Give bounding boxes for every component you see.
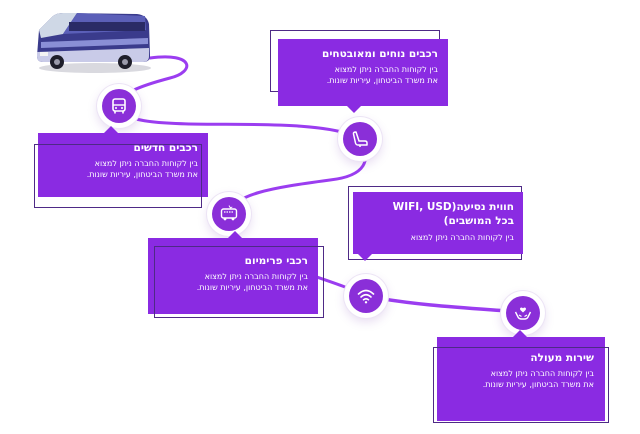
card-pointer xyxy=(513,330,527,337)
bus-front-icon xyxy=(102,89,136,123)
card-title: רכבי פרימיום xyxy=(244,255,308,267)
wifi-icon xyxy=(349,279,383,313)
card-description: בין לקוחות החברה ניתן למצוא את משרד הביט… xyxy=(86,159,198,179)
card-pointer xyxy=(228,231,242,238)
card-pointer xyxy=(358,254,372,261)
card-pointer xyxy=(347,106,361,113)
card-description: בין לקוחות החברה ניתן למצוא את משרד הביט… xyxy=(482,369,594,389)
card-pointer xyxy=(104,126,118,133)
bus-image xyxy=(37,13,151,73)
card-description: בין לקוחות החברה ניתן למצוא את משרד הביט… xyxy=(326,65,438,85)
premium-bus-icon xyxy=(212,197,246,231)
seat-icon xyxy=(343,122,377,156)
card-description: בין לקוחות החברה ניתן למצוא xyxy=(410,233,514,242)
card-title: חווית נסיעה(WIFI, USD בכל המושבים) xyxy=(392,201,514,227)
card-title: שירות מעולה xyxy=(530,352,594,364)
hands-heart-icon xyxy=(506,296,540,330)
card-title: רכבים חדשים xyxy=(133,142,198,154)
card-title: רכבים נוחים ומאובטחים xyxy=(322,48,438,60)
card-description: בין לקוחות החברה ניתן למצוא את משרד הביט… xyxy=(196,272,308,292)
